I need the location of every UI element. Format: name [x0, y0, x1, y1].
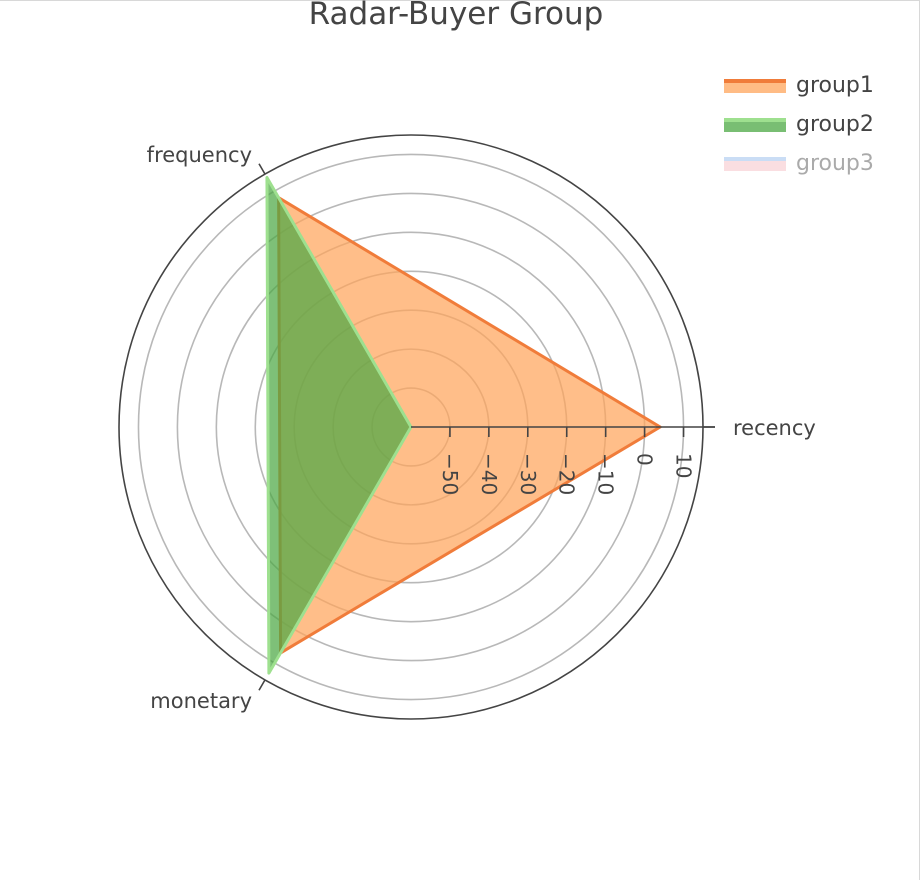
legend-swatch: [724, 156, 786, 171]
legend-label: group1: [796, 73, 874, 98]
radial-tick-label: 10: [672, 453, 696, 478]
series-area-group1: [278, 197, 661, 653]
radial-tick-label: −40: [477, 453, 501, 495]
legend-item-group3[interactable]: group3: [724, 144, 874, 183]
legend-label: group2: [796, 112, 874, 137]
angular-tick: [258, 163, 266, 175]
legend-item-group1[interactable]: group1: [724, 66, 874, 105]
angular-tick: [258, 679, 266, 691]
radial-tick-label: −50: [438, 453, 462, 495]
legend-swatch: [724, 117, 786, 132]
legend: group1 group2 group3: [724, 66, 874, 183]
chart-title: Radar-Buyer Group: [308, 0, 604, 32]
legend-item-group2[interactable]: group2: [724, 105, 874, 144]
series-line-group2: [265, 175, 413, 675]
axis-label-recency: recency: [733, 416, 816, 440]
series-area-group2: [266, 177, 411, 674]
radial-tick-label: −30: [516, 453, 540, 495]
radial-tick-label: −20: [555, 453, 579, 495]
axis-label-monetary: monetary: [150, 689, 252, 713]
legend-label: group3: [796, 151, 874, 176]
radial-tick-label: 0: [633, 453, 657, 466]
radial-tick-label: −10: [594, 453, 618, 495]
legend-swatch: [724, 78, 786, 93]
axis-label-frequency: frequency: [147, 143, 252, 167]
